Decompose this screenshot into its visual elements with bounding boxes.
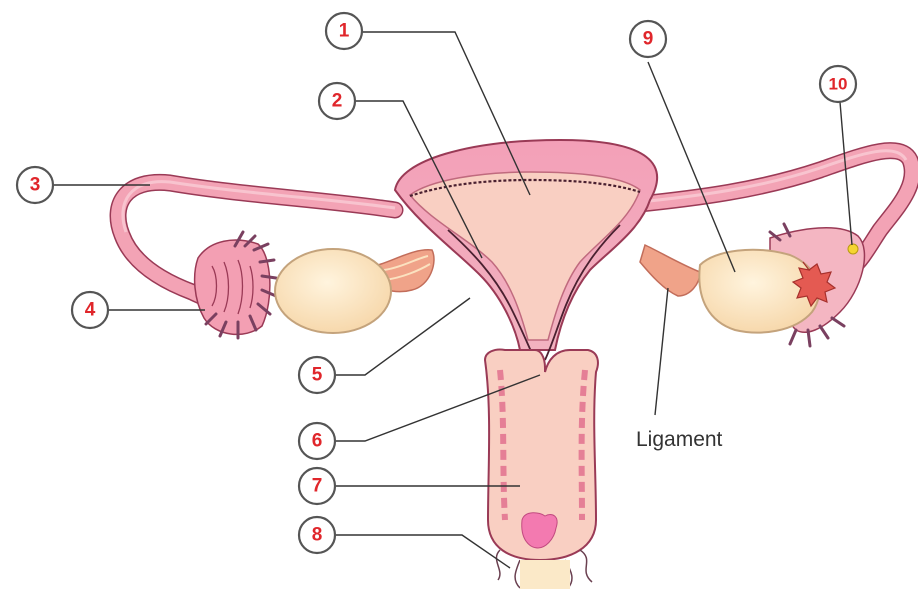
- callout-7: 7: [299, 468, 335, 504]
- svg-text:9: 9: [643, 29, 654, 50]
- svg-text:7: 7: [312, 476, 323, 497]
- left-fimbriae: [195, 232, 276, 338]
- svg-text:1: 1: [339, 21, 350, 42]
- uterus: [395, 140, 657, 360]
- callout-5: 5: [299, 357, 335, 393]
- callout-3: 3: [17, 167, 53, 203]
- leader-line-ligament: [655, 288, 668, 415]
- callout-10: 10: [820, 66, 856, 102]
- leader-line-8: [336, 535, 510, 568]
- svg-text:3: 3: [30, 175, 41, 196]
- svg-text:4: 4: [85, 300, 96, 321]
- vagina: [485, 349, 598, 589]
- ligament-label: Ligament: [636, 428, 723, 451]
- callout-4: 4: [72, 292, 108, 328]
- callout-9: 9: [630, 21, 666, 57]
- svg-text:5: 5: [312, 365, 323, 386]
- left-ovary-group: [275, 249, 434, 333]
- callout-2: 2: [319, 83, 355, 119]
- callout-1: 1: [326, 13, 362, 49]
- callout-8: 8: [299, 517, 335, 553]
- leader-line-9: [648, 62, 735, 272]
- svg-text:10: 10: [829, 75, 848, 94]
- svg-text:8: 8: [312, 525, 323, 546]
- svg-text:2: 2: [332, 91, 343, 112]
- svg-text:6: 6: [312, 431, 323, 452]
- egg-cell: [848, 244, 858, 254]
- callout-6: 6: [299, 423, 335, 459]
- leader-line-10: [840, 102, 852, 245]
